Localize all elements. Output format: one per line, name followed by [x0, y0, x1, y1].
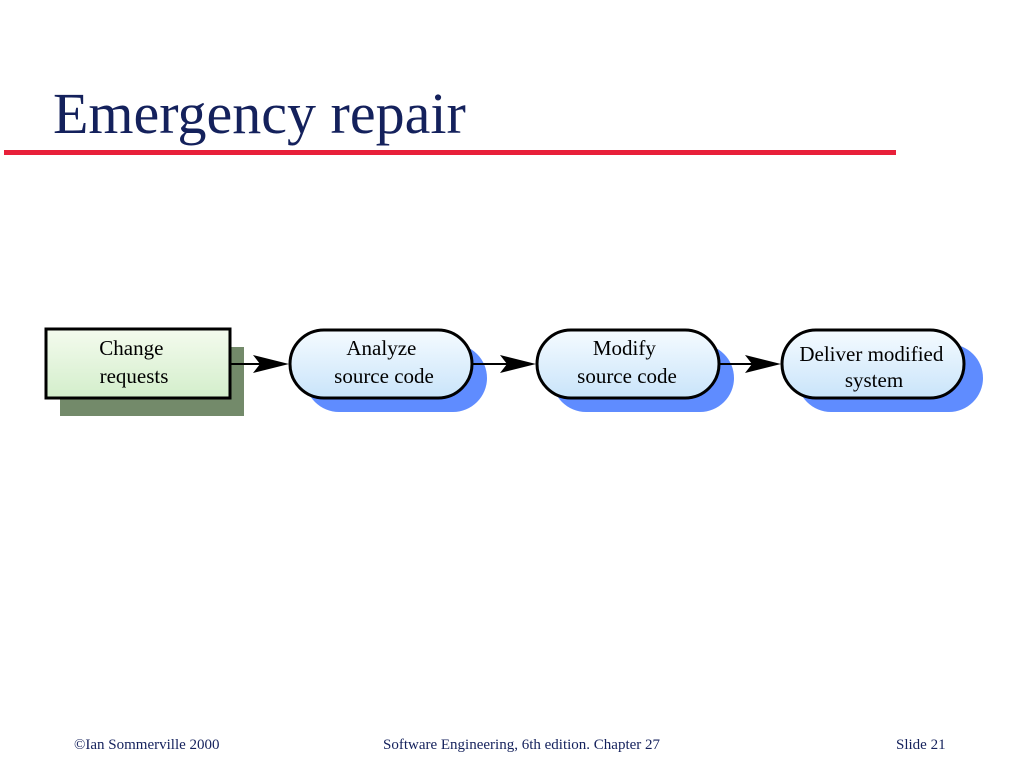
svg-text:Change requests: Change requests: [99, 336, 168, 388]
svg-text:Deliver modified system: Deliver modified system: [799, 342, 948, 392]
node-deliver-modified-system-label-line2: system: [845, 368, 903, 392]
node-change-requests: Change requests: [44, 327, 244, 416]
node-analyze-source-code-label-line2: source code: [334, 364, 434, 388]
slide-title: Emergency repair: [53, 81, 466, 146]
node-change-requests-label-line1: Change: [99, 336, 163, 360]
arrowhead-icon: [745, 355, 781, 373]
node-modify-source-code-label-line1: Modify: [593, 336, 657, 360]
node-analyze-source-code: Analyze source code: [288, 328, 487, 412]
svg-text:Modify source code: Modify source code: [577, 336, 677, 388]
title-underline: [4, 150, 896, 155]
footer-book-title: Software Engineering, 6th edition. Chapt…: [383, 737, 661, 753]
edge-analyze-to-modify: [472, 355, 536, 373]
node-deliver-modified-system: Deliver modified system: [780, 328, 983, 412]
edge-modify-to-deliver: [719, 355, 781, 373]
arrowhead-icon: [500, 355, 536, 373]
node-modify-source-code-label-line2: source code: [577, 364, 677, 388]
footer-copyright: ©Ian Sommerville 2000: [74, 737, 220, 753]
edge-change-requests-to-analyze: [230, 355, 289, 373]
node-deliver-modified-system-box: [780, 328, 966, 400]
arrowhead-icon: [253, 355, 289, 373]
node-analyze-source-code-label-line1: Analyze: [346, 336, 416, 360]
node-change-requests-label-line2: requests: [100, 364, 169, 388]
node-deliver-modified-system-label-line1: Deliver modified: [799, 342, 944, 366]
node-modify-source-code: Modify source code: [535, 328, 734, 412]
footer-slide-number: Slide 21: [896, 737, 946, 753]
svg-text:Analyze source code: Analyze source code: [334, 336, 434, 388]
